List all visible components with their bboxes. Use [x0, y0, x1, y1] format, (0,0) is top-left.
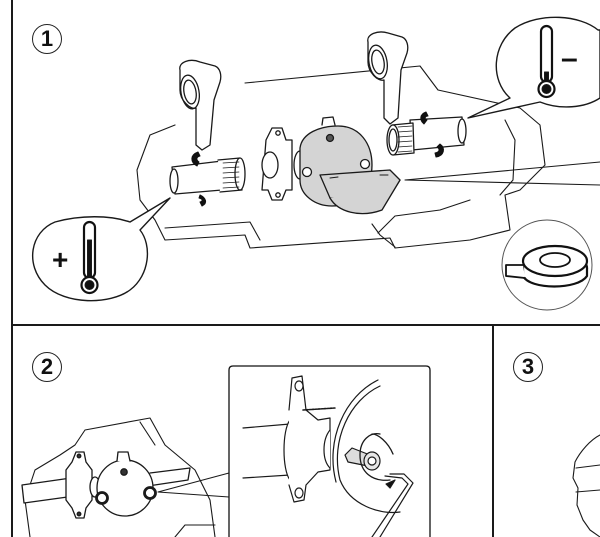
step-1-number: 1 [32, 24, 62, 54]
wrench-icon-left [179, 59, 222, 151]
left-pipe [169, 157, 246, 195]
pointer-line-step2 [157, 472, 230, 498]
step-2-number: 2 [32, 352, 62, 382]
valve-body-icon [21, 451, 191, 519]
detail-inset [228, 365, 431, 537]
cold-sign: – [561, 42, 578, 75]
pointer-line-step1 [404, 161, 600, 186]
ptfe-tape-icon [501, 219, 593, 311]
hot-callout-bubble [31, 197, 171, 302]
wall-outline-icon [572, 434, 600, 537]
step-3-number: 3 [513, 352, 543, 382]
right-pipe [386, 116, 467, 156]
wrench-icon-right [367, 31, 409, 125]
valve-body-step1 [261, 116, 401, 215]
thermometer-cold-icon [537, 24, 556, 99]
cold-callout-bubble [467, 16, 600, 119]
panel-borders [11, 0, 600, 537]
rotation-arrow-icon-right [420, 111, 444, 158]
hot-sign: + [52, 244, 69, 275]
rotation-arrow-icon-left [191, 151, 207, 207]
step-1-wall-outline [136, 65, 546, 249]
thermometer-hot-icon [80, 220, 99, 295]
step-2-wall-outline [24, 417, 216, 537]
